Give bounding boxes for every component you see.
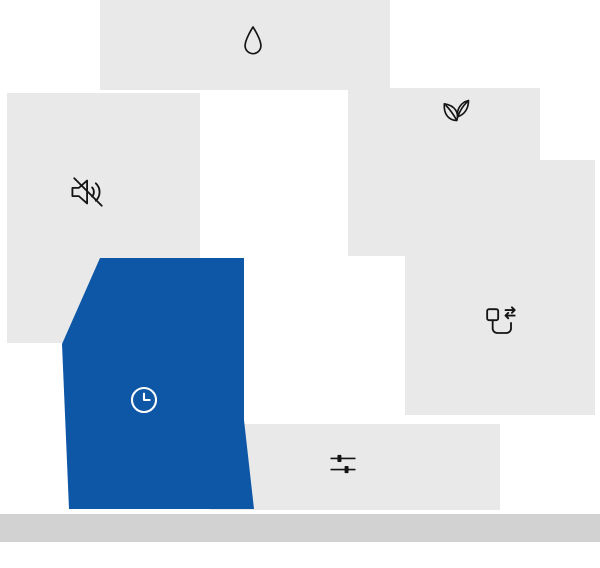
tile-time-highlight[interactable] [55, 255, 265, 515]
speaker-muted-icon [66, 170, 110, 214]
clock-icon [126, 382, 162, 418]
tile-water[interactable] [100, 0, 390, 90]
bottom-bar [0, 514, 600, 542]
tile-connect[interactable] [405, 160, 595, 415]
hose-swap-icon [478, 300, 522, 344]
tile-options[interactable] [210, 424, 500, 510]
leaves-icon [436, 93, 476, 133]
water-drop-icon [233, 22, 273, 62]
sliders-icon [324, 445, 362, 483]
